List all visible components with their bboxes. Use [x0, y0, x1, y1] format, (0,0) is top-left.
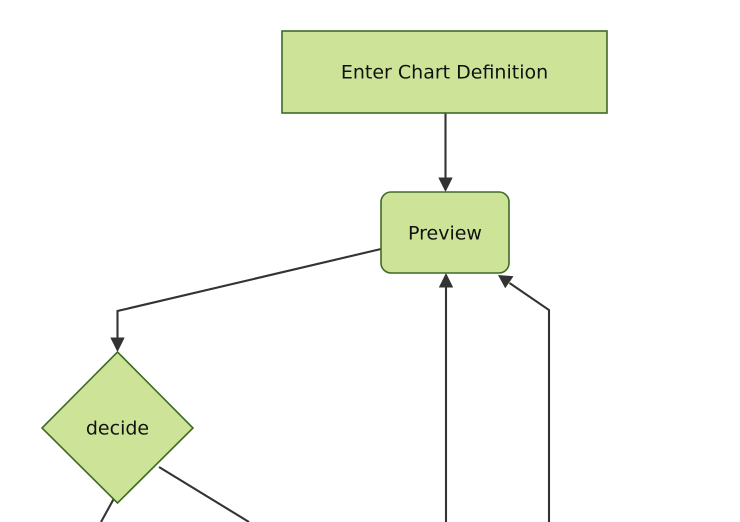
- node-decide[interactable]: decide: [40, 350, 195, 505]
- edge-return-center-to-preview-arrowhead: [438, 273, 454, 288]
- edge-preview-to-decide: [110, 247, 382, 352]
- node-enter-chart-definition[interactable]: Enter Chart Definition: [281, 30, 608, 114]
- node-preview[interactable]: Preview: [380, 191, 510, 274]
- node-enter-chart-definition-shape[interactable]: [281, 30, 608, 114]
- edge-decide-right-out-line: [158, 466, 250, 522]
- edge-return-right-to-preview: [498, 275, 551, 522]
- edge-return-center-to-preview: [438, 273, 454, 522]
- edge-return-right-to-preview-line: [508, 282, 551, 522]
- edge-enter-to-preview-arrowhead: [438, 177, 453, 192]
- node-preview-shape[interactable]: [380, 191, 510, 274]
- node-decide-shape[interactable]: [40, 350, 195, 505]
- edge-enter-to-preview: [438, 113, 453, 192]
- edge-decide-right-out: [158, 466, 250, 522]
- edge-preview-to-decide-arrowhead: [110, 337, 125, 352]
- edge-preview-to-decide-line: [116, 247, 382, 338]
- edge-return-right-to-preview-arrowhead: [498, 275, 514, 289]
